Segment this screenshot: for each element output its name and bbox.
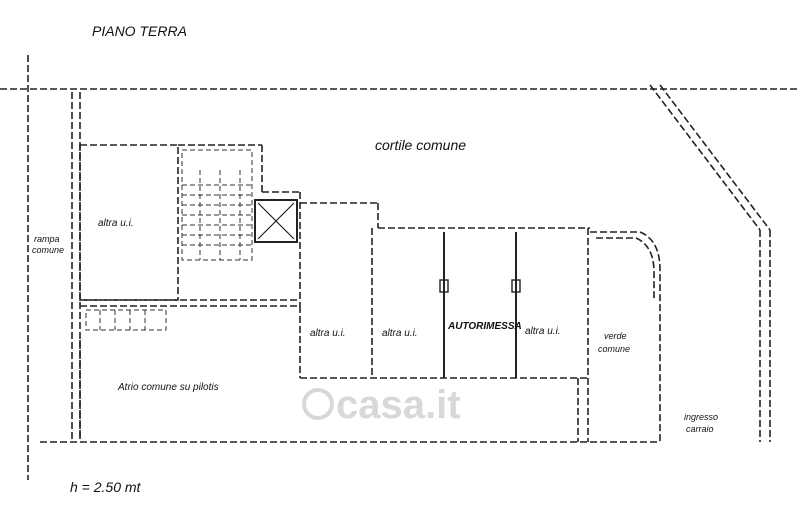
watermark: casa.it — [302, 383, 461, 427]
elevator-shaft — [254, 199, 298, 243]
verde-label-1: verde — [604, 331, 627, 341]
verde-label-2: comune — [598, 344, 630, 354]
ingresso-label-1: ingresso — [684, 412, 718, 422]
autorimessa-walls — [439, 232, 521, 378]
property-boundary — [0, 55, 800, 480]
height-note: h = 2.50 mt — [70, 479, 142, 495]
staircase — [85, 149, 253, 331]
ingresso-label-2: carraio — [686, 424, 714, 434]
rampa-label-1: rampa — [34, 234, 60, 244]
cortile-label: cortile comune — [375, 137, 466, 153]
atrio-label: Atrio comune su pilotis — [117, 382, 219, 393]
autorimessa-label: AUTORIMESSA — [447, 321, 522, 332]
altra-ui-left-label: altra u.i. — [98, 218, 134, 229]
plan-title: PIANO TERRA — [92, 23, 187, 39]
altra-ui-mid2-label: altra u.i. — [382, 328, 418, 339]
watermark-text: casa.it — [336, 383, 461, 427]
rampa-label-2: comune — [32, 245, 64, 255]
altra-ui-right-label: altra u.i. — [525, 326, 561, 337]
altra-ui-mid1-label: altra u.i. — [310, 328, 346, 339]
